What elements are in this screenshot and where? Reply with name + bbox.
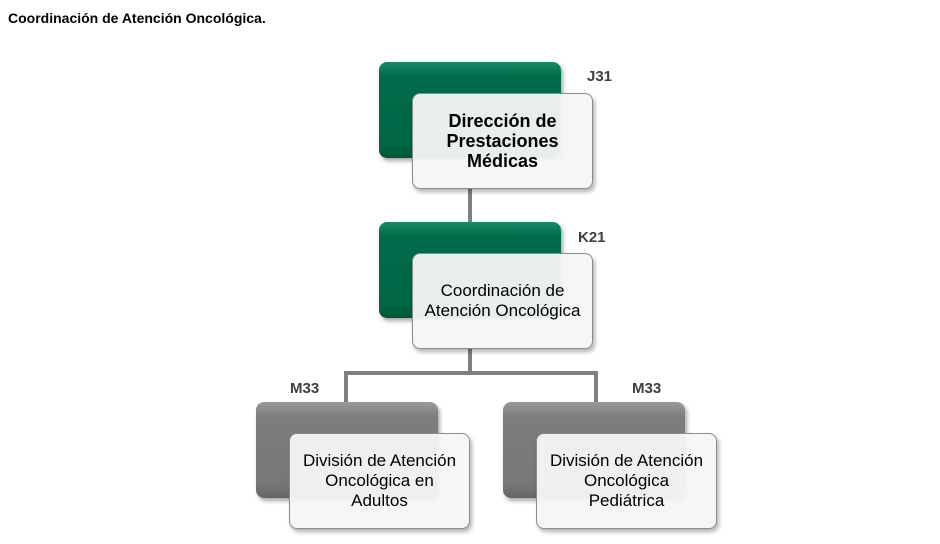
node-label: División de Atención Oncológica en Adult…	[289, 433, 470, 529]
connector-k21-down	[468, 348, 472, 375]
node-label: División de Atención Oncológica Pediátri…	[536, 433, 717, 529]
connector-horizontal	[344, 371, 598, 375]
node-code: M33	[632, 380, 662, 397]
node-label: Coordinación de Atención Oncológica	[412, 253, 593, 349]
connector-j31-k21	[468, 188, 472, 224]
connector-right-down	[594, 371, 598, 404]
node-code: M33	[290, 380, 320, 397]
node-code: J31	[587, 68, 613, 85]
node-code: K21	[578, 229, 606, 246]
page-title: Coordinación de Atención Oncológica.	[8, 10, 266, 26]
connector-left-down	[344, 371, 348, 404]
node-label: Dirección de Prestaciones Médicas	[412, 93, 593, 189]
